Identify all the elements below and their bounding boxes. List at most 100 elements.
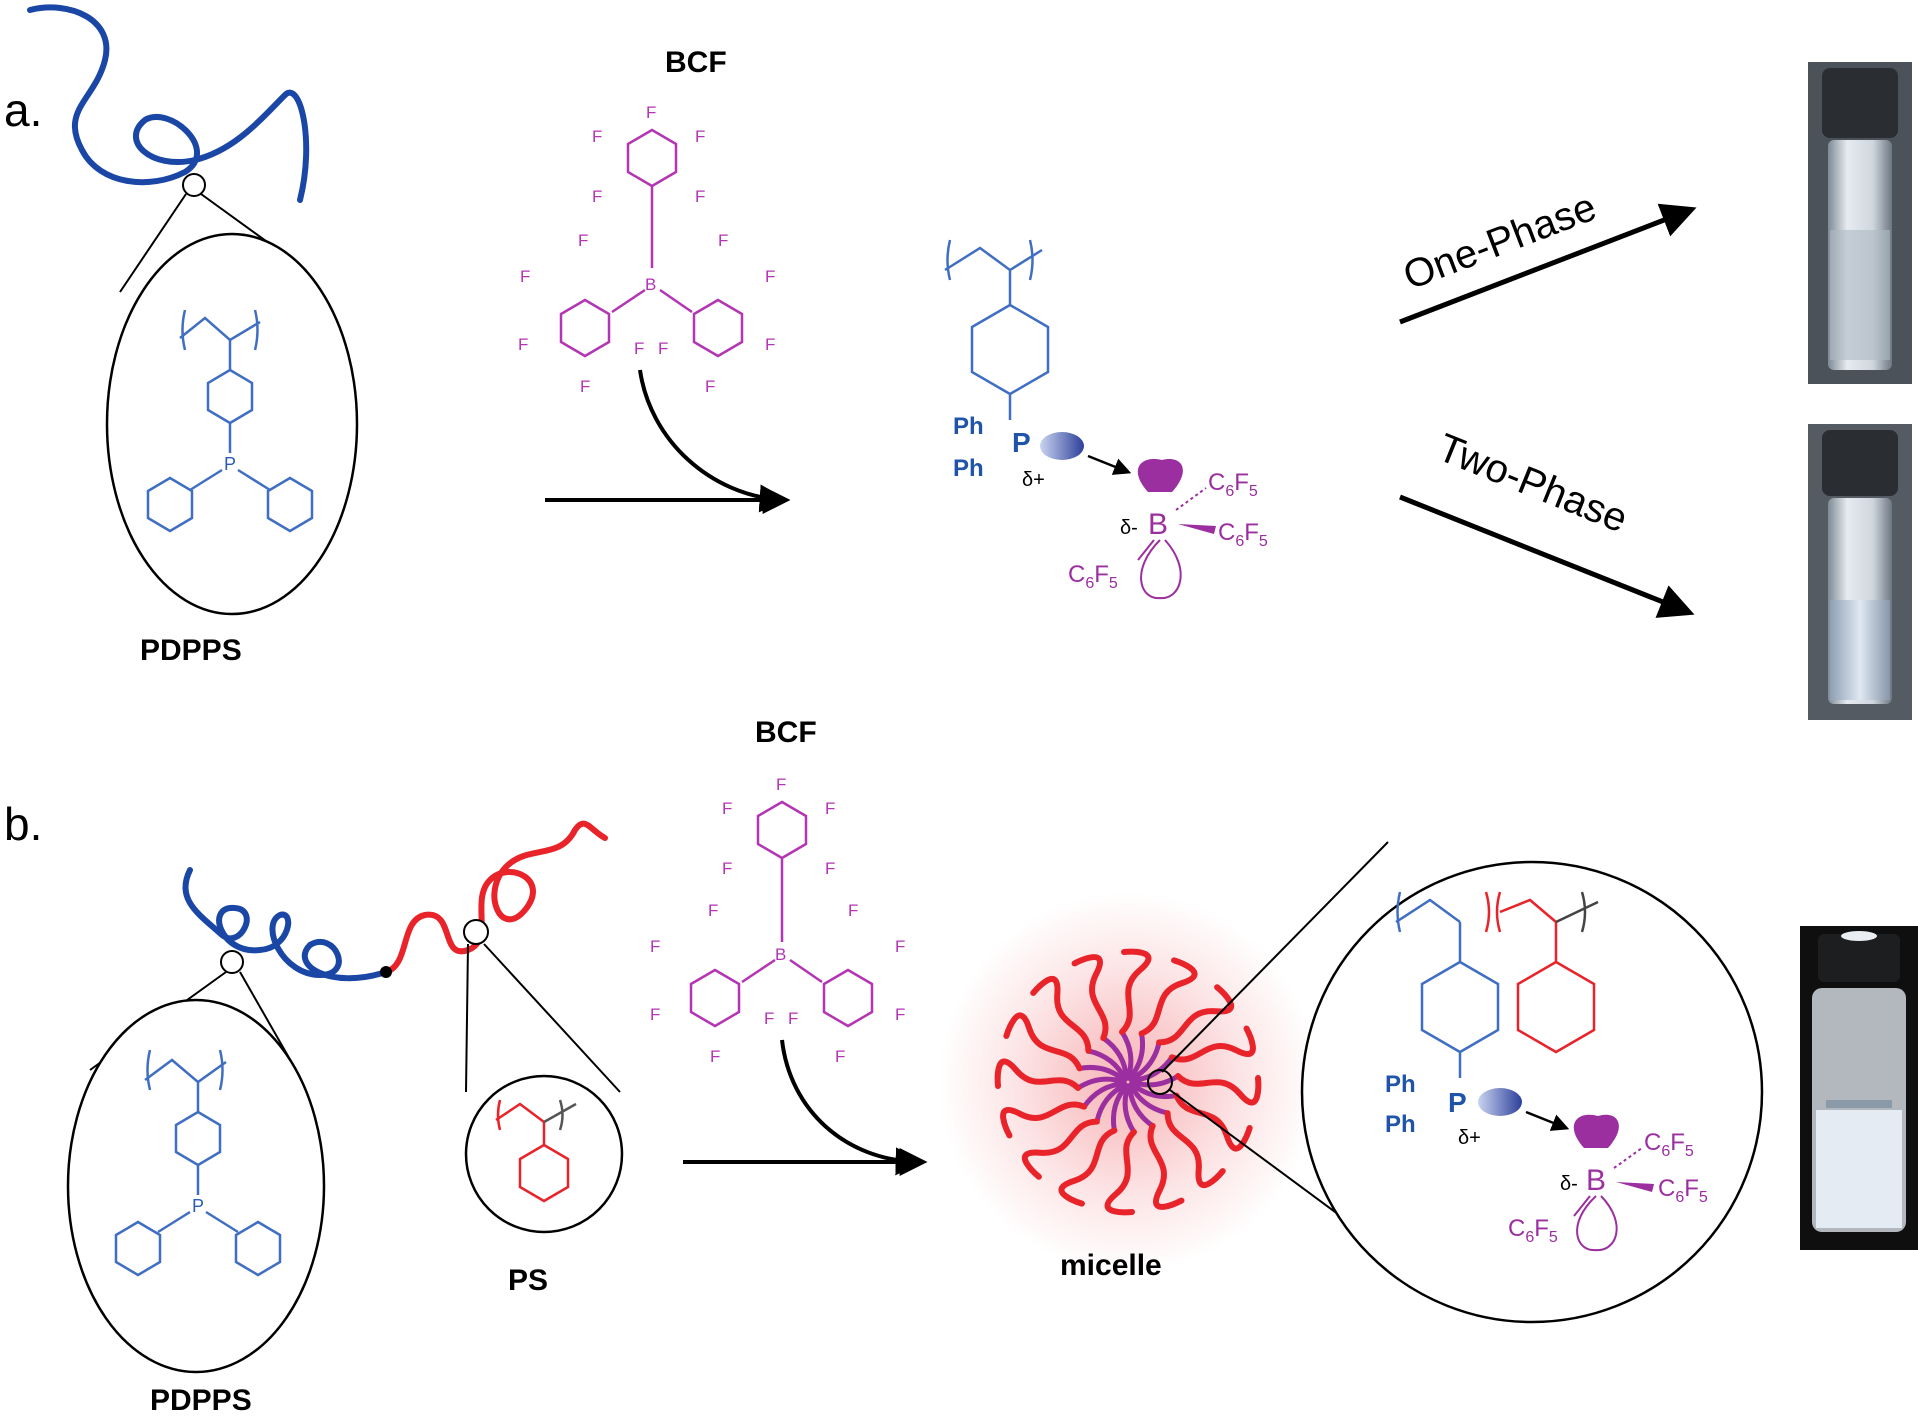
lewis-pair-complex-b: Ph Ph P δ+ δ- B C6F5 C6F5 C6F5 — [1385, 891, 1708, 1252]
micelle-label: micelle — [1060, 1249, 1162, 1282]
fluorine-atom: F — [578, 231, 588, 250]
ps-structure — [495, 1099, 570, 1203]
pdpps-zoom-ellipse — [105, 232, 359, 616]
micelle-core-arm — [1075, 1076, 1127, 1091]
block-junction — [380, 966, 392, 978]
lewis-pair-complex-a: Ph Ph P δ+ δ- B C6F5 C6F5 C6F5 — [944, 239, 1268, 600]
micelle-corona-arm — [1173, 1092, 1253, 1152]
micelle-corona-arm — [1104, 1129, 1137, 1216]
phosphorus-lone-pair — [1040, 432, 1084, 460]
phenyl-label: Ph — [1385, 1071, 1416, 1098]
fluorine-atom: F — [764, 1009, 774, 1028]
phosphorus-label: P — [1448, 1087, 1467, 1118]
micelle-corona-arm — [1021, 1118, 1100, 1180]
phenyl-label: Ph — [953, 413, 984, 440]
micelle-core-arm — [1094, 1082, 1128, 1125]
pdpps-label-a: PDPPS — [140, 634, 242, 667]
micelle-corona-arm — [1000, 1101, 1088, 1139]
phosphorus-lone-pair — [1478, 1088, 1522, 1116]
boron-orbital-filled — [1573, 1114, 1619, 1148]
micelle-core-arm — [1119, 1029, 1134, 1081]
bcf-structure — [559, 128, 744, 358]
zoom-origin-ps — [463, 919, 489, 945]
c6f5-group: C6F5 — [1208, 469, 1258, 500]
micelle-corona-arm — [1003, 1012, 1083, 1072]
micelle-corona-arm — [1168, 1025, 1256, 1063]
fluorine-atom: F — [695, 127, 705, 146]
panel-label-b: b. — [4, 798, 42, 850]
fluorine-atom: F — [658, 339, 668, 358]
micelle-core-arm — [1129, 1081, 1179, 1100]
micelle-core-arm — [1081, 1081, 1127, 1110]
phenyl-label: Ph — [953, 455, 984, 482]
micelle-core-arm — [1128, 1082, 1171, 1116]
bcf-fluorines-b: F F F F F F F F F F F F F F F — [650, 775, 905, 1066]
micelle-core-arm — [1129, 1054, 1175, 1083]
bcf-label-a: BCF — [665, 46, 727, 79]
phosphorus-label: P — [1012, 427, 1031, 458]
panel-label-a: a. — [4, 84, 42, 136]
micelle-corona-arm — [1164, 1110, 1226, 1189]
bcf-curved-arrow — [638, 369, 788, 513]
boron-atom: B — [775, 945, 786, 964]
fluorine-atom: F — [650, 1005, 660, 1024]
vial-photo-micelle — [1800, 926, 1918, 1250]
fluorine-atom: F — [765, 267, 775, 286]
micelle-glow — [938, 892, 1318, 1272]
micelle-corona-arm — [1030, 975, 1092, 1054]
fluorine-atom: F — [650, 937, 660, 956]
pdpps-structure — [146, 309, 314, 533]
phosphorus-atom: P — [224, 454, 236, 474]
fluorine-atom: F — [825, 799, 835, 818]
fluorine-atom: F — [592, 187, 602, 206]
micelle-corona-arm — [1147, 1122, 1185, 1210]
fluorine-atom: F — [722, 799, 732, 818]
fluorine-atom: F — [634, 339, 644, 358]
zoom-origin — [182, 173, 206, 197]
fluorine-atom: F — [646, 103, 656, 122]
donation-arrow — [1087, 454, 1132, 475]
micelle — [994, 948, 1262, 1216]
two-phase-arrow — [1399, 494, 1695, 618]
micelle-core-arm — [1085, 1048, 1128, 1082]
phosphorus-atom: P — [192, 1196, 204, 1216]
vial-photo-one-phase — [1808, 62, 1912, 384]
fluorine-atom: F — [895, 937, 905, 956]
pdpps-chain — [27, 4, 310, 203]
zoom-line — [119, 193, 187, 293]
fluorine-atom: F — [705, 377, 715, 396]
c6f5-group: C6F5 — [1644, 1129, 1694, 1160]
fluorine-atom: F — [776, 775, 786, 794]
ps-block-chain — [383, 820, 608, 975]
ps-zoom-circle — [464, 1074, 624, 1234]
fluorine-atom: F — [848, 901, 858, 920]
micelle-corona-arm — [1175, 1073, 1262, 1106]
delta-plus: δ+ — [1458, 1127, 1481, 1149]
micelle-core-arm — [1122, 1083, 1137, 1135]
fluorine-atom: F — [710, 1047, 720, 1066]
pdpps-structure-b — [114, 1049, 282, 1277]
micelle-core-arm — [1129, 1073, 1181, 1088]
fluorine-atom: F — [695, 187, 705, 206]
pdpps-block-chain — [182, 867, 389, 982]
delta-minus: δ- — [1560, 1173, 1578, 1195]
boron-orbital-filled — [1137, 459, 1183, 492]
delta-plus: δ+ — [1022, 469, 1045, 491]
one-phase-arrow — [1399, 203, 1697, 325]
boron-label: B — [1586, 1164, 1606, 1197]
pdpps-zoom-ellipse-b — [66, 998, 326, 1374]
fluorine-atom: F — [718, 231, 728, 250]
delta-minus: δ- — [1120, 517, 1138, 539]
bcf-label-b: BCF — [755, 716, 817, 749]
c6f5-group: C6F5 — [1218, 519, 1268, 550]
micelle-corona-arm — [1119, 948, 1152, 1035]
boron-label: B — [1148, 508, 1168, 541]
zoom-origin-pdpps — [220, 950, 244, 974]
micelle-core-arm — [1127, 1031, 1146, 1081]
pdpps-label-b: PDPPS — [150, 1384, 252, 1417]
bcf-structure-b — [689, 800, 874, 1028]
micelle-corona-arm — [1058, 1127, 1118, 1207]
micelle-corona-arm — [994, 1058, 1081, 1091]
ps-label: PS — [508, 1264, 548, 1297]
